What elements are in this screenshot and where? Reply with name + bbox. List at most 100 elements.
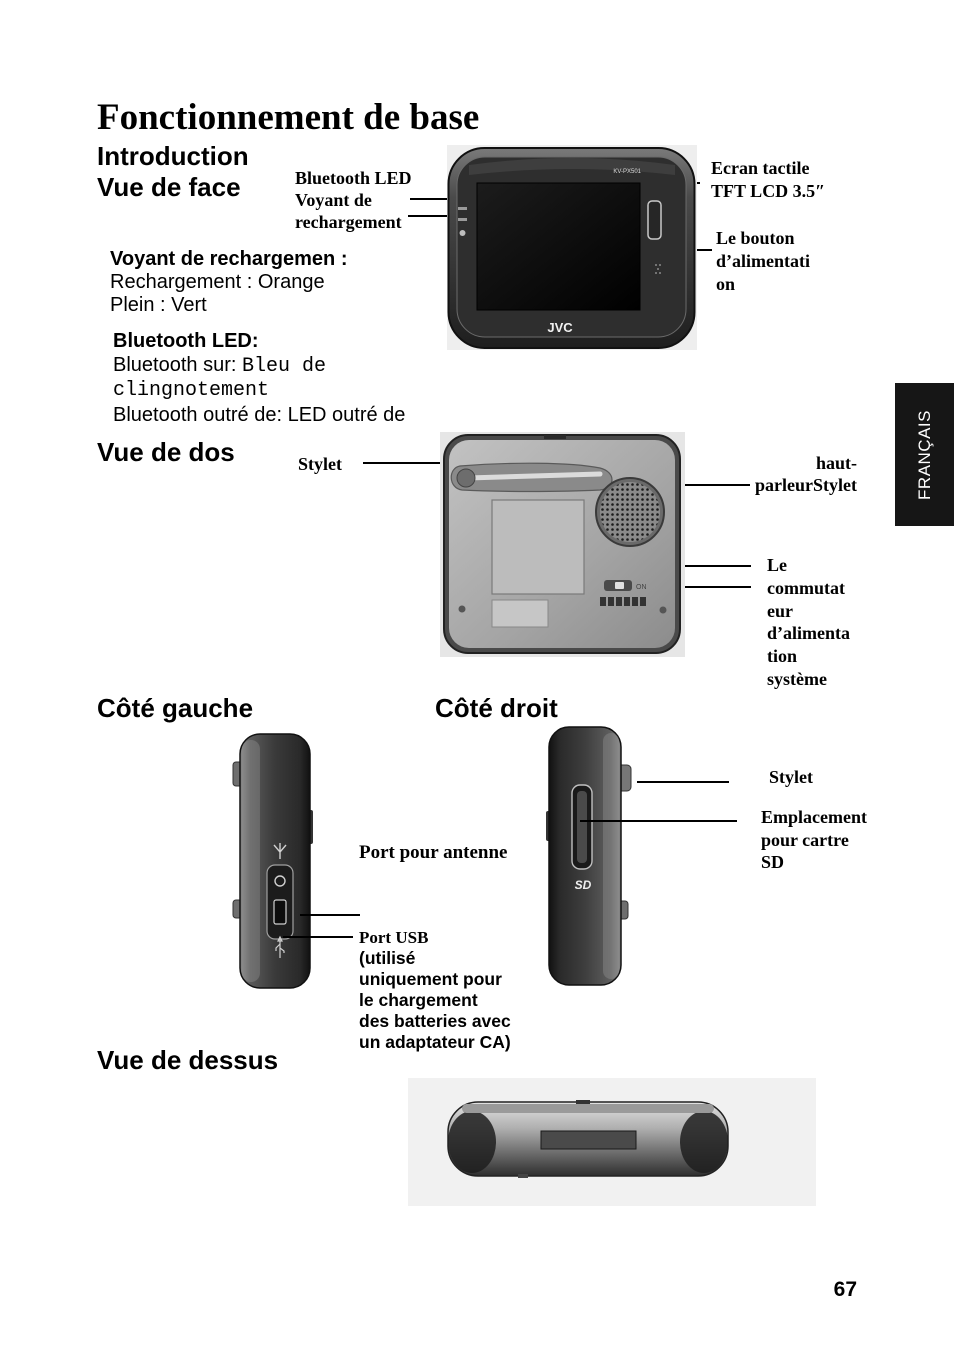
legend-title: Bluetooth LED: [113, 330, 259, 352]
leader-line-stylus-side [637, 781, 729, 783]
left-side-illustration [232, 733, 313, 989]
callout-line: Ecran tactile [711, 158, 810, 178]
model-marking: KV-PX501 [613, 169, 641, 175]
right-side-heading: Côté droit [435, 693, 558, 723]
back-view-heading: Vue de dos [97, 437, 235, 467]
introduction-heading: Introduction [97, 141, 249, 171]
screw [458, 605, 466, 613]
leader-line-antenna-port [300, 914, 360, 916]
front-edge-highlight [603, 733, 619, 979]
legend-line: Plein : Vert [110, 294, 207, 316]
antenna-port [274, 875, 286, 887]
callout-usb-port-title: Port USB [359, 928, 429, 947]
callout-sd-slot: Emplacement pour cartre SD [761, 806, 867, 874]
note-line: un adaptateur CA) [359, 1032, 511, 1052]
leader-line-bluetooth-led [410, 198, 453, 200]
page-number: 67 [833, 1278, 857, 1301]
front-view-heading: Vue de face [97, 172, 241, 202]
top-view-heading: Vue de dessus [97, 1045, 279, 1075]
stylus-cap [456, 468, 476, 488]
bluetooth-led-indicator [458, 207, 467, 210]
callout-stylus-back: Stylet [298, 454, 342, 474]
callout-line: Le [767, 555, 787, 575]
charge-led-indicator [458, 218, 467, 221]
callout-line: Le bouton [716, 228, 795, 248]
leader-line-sd-slot [580, 820, 737, 822]
charge-led-legend: Voyant de rechargemen : Rechargement : O… [110, 248, 347, 317]
callout-usb-port-note: (utilisé uniquement pour le chargement d… [359, 948, 511, 1053]
top-rim [462, 1104, 714, 1113]
callout-line: on [716, 274, 736, 294]
power-switch-knob [615, 582, 624, 589]
legend-line: Rechargement : Orange [110, 271, 325, 293]
note-line: le chargement [359, 990, 478, 1010]
leader-line-speaker [648, 484, 750, 486]
top-view-illustration [408, 1078, 816, 1206]
callout-line: rechargement [295, 212, 402, 232]
sd-logo: SD [575, 878, 592, 892]
stylus [465, 471, 603, 481]
language-tab: FRANÇAIS [895, 383, 954, 526]
bluetooth-on-value-cont: clingnotement [113, 379, 270, 402]
callout-speaker: haut- parleurStylet [755, 452, 857, 496]
switch-on-marking: ON [636, 584, 647, 591]
leader-line-usb-port [283, 936, 353, 938]
left-end-cap [448, 1111, 496, 1173]
top-mark [576, 1100, 590, 1104]
callout-line: commutat [767, 577, 845, 598]
connector-pins [600, 597, 646, 606]
callout-line: système [767, 668, 827, 689]
touch-screen [476, 182, 641, 311]
left-side-heading: Côté gauche [97, 693, 254, 723]
microphone-holes [655, 264, 661, 274]
right-end-cap [680, 1111, 728, 1173]
callout-line: Emplacement [761, 807, 867, 827]
callout-power-switch: Le commutat eur d’alimenta tion système [767, 554, 850, 691]
bluetooth-on-label: Bluetooth sur: [113, 354, 242, 376]
callout-line: Voyant de [295, 190, 372, 210]
product-label-area [491, 599, 549, 628]
power-button [647, 200, 662, 240]
callout-line: SD [761, 852, 785, 872]
usb-port [273, 899, 287, 925]
bezel-highlight [469, 158, 675, 175]
bluetooth-icon [459, 230, 466, 236]
callout-charge-led: Voyant de rechargement [295, 189, 402, 233]
callout-bluetooth-led: Bluetooth LED [295, 168, 412, 188]
callout-line: TFT LCD 3.5″ [711, 181, 826, 201]
top-slot [540, 1130, 637, 1150]
leader-line-charge-led [408, 215, 455, 217]
legend-title: Voyant de rechargemen : [110, 248, 348, 270]
note-line: des batteries avec [359, 1011, 511, 1031]
callout-touch-screen: Ecran tactile TFT LCD 3.5″ [711, 157, 825, 203]
callout-line: pour cartre [761, 829, 849, 850]
bluetooth-led-legend: Bluetooth LED: Bluetooth sur: Bleu de cl… [113, 329, 405, 427]
callout-antenna-port: Port pour antenne [359, 842, 508, 863]
bluetooth-on-line: Bluetooth sur: Bleu de [113, 353, 405, 379]
front-view-illustration: KV-PX501 JVC [447, 145, 697, 350]
screw [659, 606, 667, 614]
callout-line: d’alimenta [767, 623, 850, 644]
usb-icon [275, 935, 285, 958]
sd-card-slot-opening [577, 791, 587, 863]
note-line: uniquement pour [359, 969, 502, 989]
callout-line: haut- [815, 453, 857, 473]
language-tab-label: FRANÇAIS [914, 409, 934, 500]
battery-cover [491, 499, 585, 595]
front-edge-highlight [242, 740, 260, 982]
callout-power-button: Le bouton d’alimentati on [716, 227, 810, 296]
right-side-illustration: SD [546, 726, 632, 986]
callout-line: d’alimentati [716, 251, 810, 271]
callout-line: eur [767, 600, 793, 621]
callout-stylus-side: Stylet [769, 767, 813, 787]
jvc-logo: JVC [547, 320, 573, 335]
speaker-grille [600, 482, 660, 542]
callout-line: parleurStylet [755, 475, 857, 495]
bluetooth-on-value: Bleu de [241, 355, 326, 378]
antenna-icon [273, 843, 287, 859]
callout-line: tion [767, 646, 798, 667]
leader-line-stylus-back [363, 462, 483, 464]
bottom-nub [518, 1174, 528, 1178]
note-line: (utilisé [359, 948, 416, 968]
page-title: Fonctionnement de base [97, 97, 480, 138]
